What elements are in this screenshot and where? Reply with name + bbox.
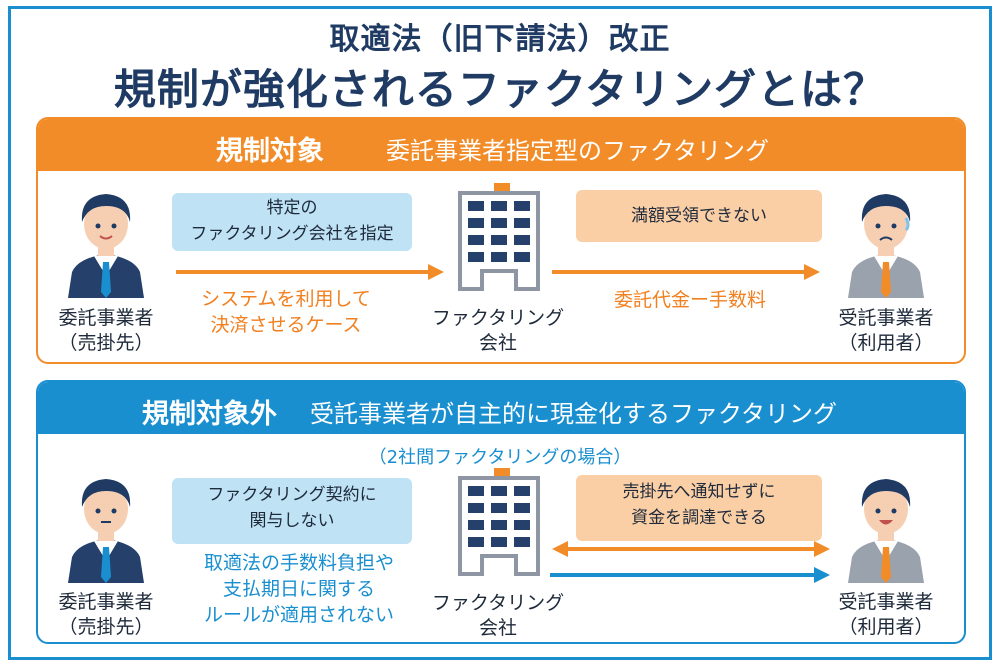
unregulated-two-way-arrow <box>552 541 830 557</box>
regulated-client-label: 委託事業者 （売掛先） <box>58 307 154 354</box>
regulated-client-caption: システムを利用して 決済させるケース <box>201 288 371 336</box>
regulated-user-label: 受託事業者 （利用者） <box>838 307 934 354</box>
regulated-client-bubble: 特定の ファクタリング会社を指定 <box>172 193 412 251</box>
unregulated-user-label: 受託事業者 （利用者） <box>838 591 934 638</box>
regulated-right-arrow <box>552 264 820 280</box>
client-person-icon-2 <box>68 479 144 583</box>
regulated-description: 委託事業者指定型のファクタリング <box>386 137 770 165</box>
client-person-icon <box>68 194 144 298</box>
regulated-fee-caption: 委託代金ー手数料 <box>613 289 766 311</box>
regulated-panel: 規制対象 委託事業者指定型のファクタリング <box>36 117 966 364</box>
factoring-building-icon <box>458 183 540 291</box>
regulated-header: 規制対象 委託事業者指定型のファクタリング <box>38 119 964 171</box>
title-line1: 取適法（旧下請法）改正 <box>329 22 671 57</box>
unregulated-subtitle: （2社間ファクタリングの場合） <box>368 447 632 468</box>
unregulated-client-bubble: ファクタリング契約に 関与しない <box>172 478 412 544</box>
unregulated-blue-arrow <box>550 567 830 583</box>
factoring-building-icon-2 <box>458 468 540 576</box>
user-person-sad-icon <box>848 194 924 298</box>
unregulated-client-label: 委託事業者 （売掛先） <box>58 591 154 638</box>
title-line2: 規制が強化されるファクタリングとは？ <box>113 65 887 114</box>
unregulated-keyword: 規制対象外 <box>142 399 277 430</box>
unregulated-description: 受託事業者が自主的に現金化するファクタリング <box>310 400 838 428</box>
regulated-company-label: ファクタリング 会社 <box>431 307 565 354</box>
user-person-happy-icon <box>848 479 924 583</box>
unregulated-user-bubble: 売掛先へ通知せずに 資金を調達できる <box>576 475 822 541</box>
regulated-left-arrow <box>176 264 444 280</box>
unregulated-client-caption: 取適法の手数料負担や 支払期日に関する ルールが適用されない <box>203 552 394 626</box>
unregulated-company-label: ファクタリング 会社 <box>431 592 565 639</box>
regulated-user-bubble: 満額受領できない <box>576 190 822 242</box>
regulated-keyword: 規制対象 <box>216 136 324 167</box>
unregulated-header: 規制対象外 受託事業者が自主的に現金化するファクタリング <box>38 382 964 434</box>
